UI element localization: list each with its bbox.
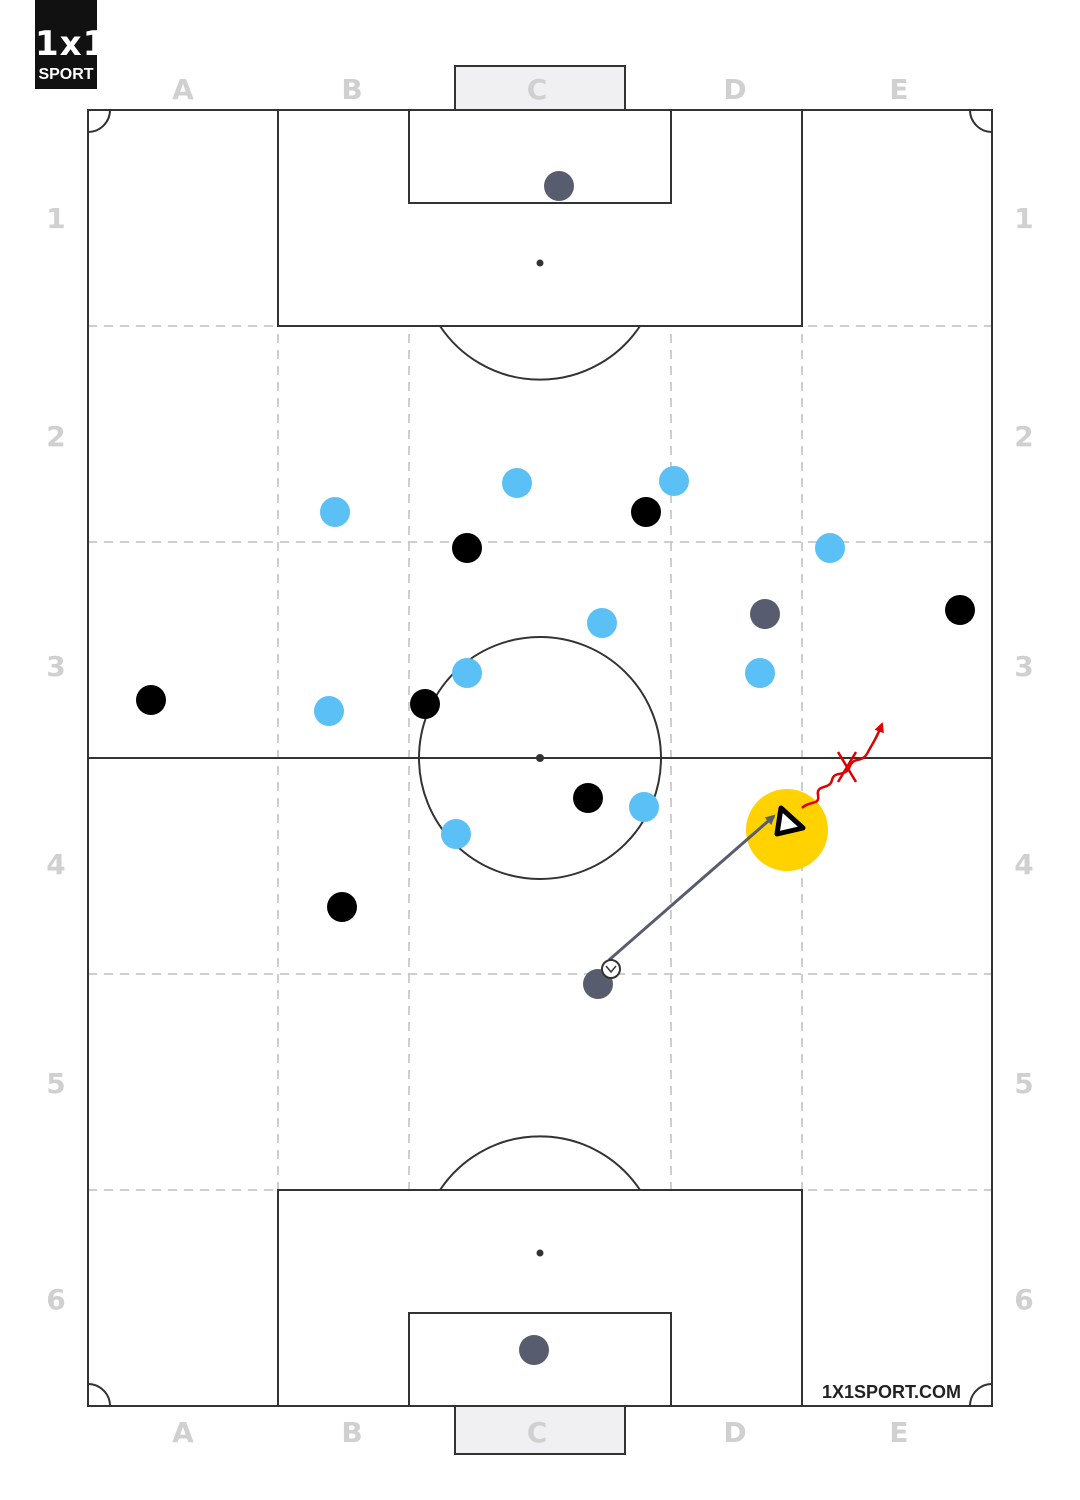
player-black: [945, 595, 975, 625]
row-label-left: 5: [46, 1067, 65, 1100]
bottom-penalty-spot: [536, 1249, 544, 1257]
player-light-blue: [745, 658, 775, 688]
row-label-right: 5: [1014, 1067, 1033, 1100]
row-labels: 1 2 3 4 5 6 1 2 3 4 5 6: [46, 202, 1033, 1316]
pass-arrow: [608, 814, 776, 962]
player-light-blue: [587, 608, 617, 638]
col-label-top: C: [527, 73, 548, 106]
player-black: [573, 783, 603, 813]
col-label-bottom: C: [527, 1416, 548, 1449]
col-label-top: A: [172, 73, 194, 106]
player-black: [136, 685, 166, 715]
logo-mark: 1x1: [35, 24, 108, 64]
player-black: [327, 892, 357, 922]
center-spot: [536, 754, 544, 762]
player-light-blue: [659, 466, 689, 496]
top-penalty-arc: [439, 325, 641, 381]
corner-arc-br: [969, 1383, 993, 1407]
row-label-right: 3: [1014, 650, 1033, 683]
corner-arc-bl: [87, 1383, 111, 1407]
col-label-top: B: [341, 73, 362, 106]
player-black: [452, 533, 482, 563]
row-label-right: 1: [1014, 202, 1033, 235]
col-label-bottom: A: [172, 1416, 194, 1449]
brand-logo: 1x1 SPORT: [35, 0, 108, 89]
grey-players: [519, 171, 780, 1365]
player-light-blue: [629, 792, 659, 822]
col-label-bottom: E: [889, 1416, 908, 1449]
player-light-blue: [314, 696, 344, 726]
corner-arc-tl: [87, 109, 111, 133]
row-label-right: 6: [1014, 1283, 1033, 1316]
top-penalty-box: [277, 109, 803, 327]
row-label-left: 2: [46, 420, 65, 453]
corner-arc-tr: [969, 109, 993, 133]
row-label-left: 3: [46, 650, 65, 683]
dribble-path: [801, 722, 884, 809]
pitch-markings: [87, 109, 993, 1407]
logo-word: SPORT: [38, 66, 94, 83]
center-circle: [418, 636, 662, 880]
x-cross-icon: [836, 751, 858, 783]
row-label-left: 1: [46, 202, 65, 235]
player-light-blue: [320, 497, 350, 527]
bottom-penalty-box: [277, 1189, 803, 1407]
player-black: [631, 497, 661, 527]
website-label: 1X1SPORT.COM: [822, 1382, 961, 1402]
triangle-cone-icon: [774, 805, 806, 837]
light-blue-team: [314, 466, 845, 849]
row-label-left: 4: [46, 848, 65, 881]
row-label-right: 4: [1014, 848, 1033, 881]
top-penalty-spot: [536, 259, 544, 267]
column-labels: A B C D E A B C D E: [172, 73, 908, 1449]
player-light-blue: [441, 819, 471, 849]
col-label-bottom: D: [723, 1416, 746, 1449]
col-label-top: E: [889, 73, 908, 106]
ball-icon: [601, 959, 621, 979]
player-black: [410, 689, 440, 719]
col-label-bottom: B: [341, 1416, 362, 1449]
black-team: [136, 497, 975, 922]
row-label-right: 2: [1014, 420, 1033, 453]
row-label-left: 6: [46, 1283, 65, 1316]
player-light-blue: [815, 533, 845, 563]
bottom-goal: [454, 1405, 626, 1455]
bottom-goal-box: [408, 1312, 672, 1407]
player-light-blue: [452, 658, 482, 688]
player-grey: [750, 599, 780, 629]
player-light-blue: [502, 468, 532, 498]
goalkeeper-top: [544, 171, 574, 201]
top-goal-box: [408, 109, 672, 204]
bottom-penalty-arc: [439, 1135, 641, 1191]
col-label-top: D: [723, 73, 746, 106]
top-goal: [454, 65, 626, 111]
goalkeeper-bottom: [519, 1335, 549, 1365]
